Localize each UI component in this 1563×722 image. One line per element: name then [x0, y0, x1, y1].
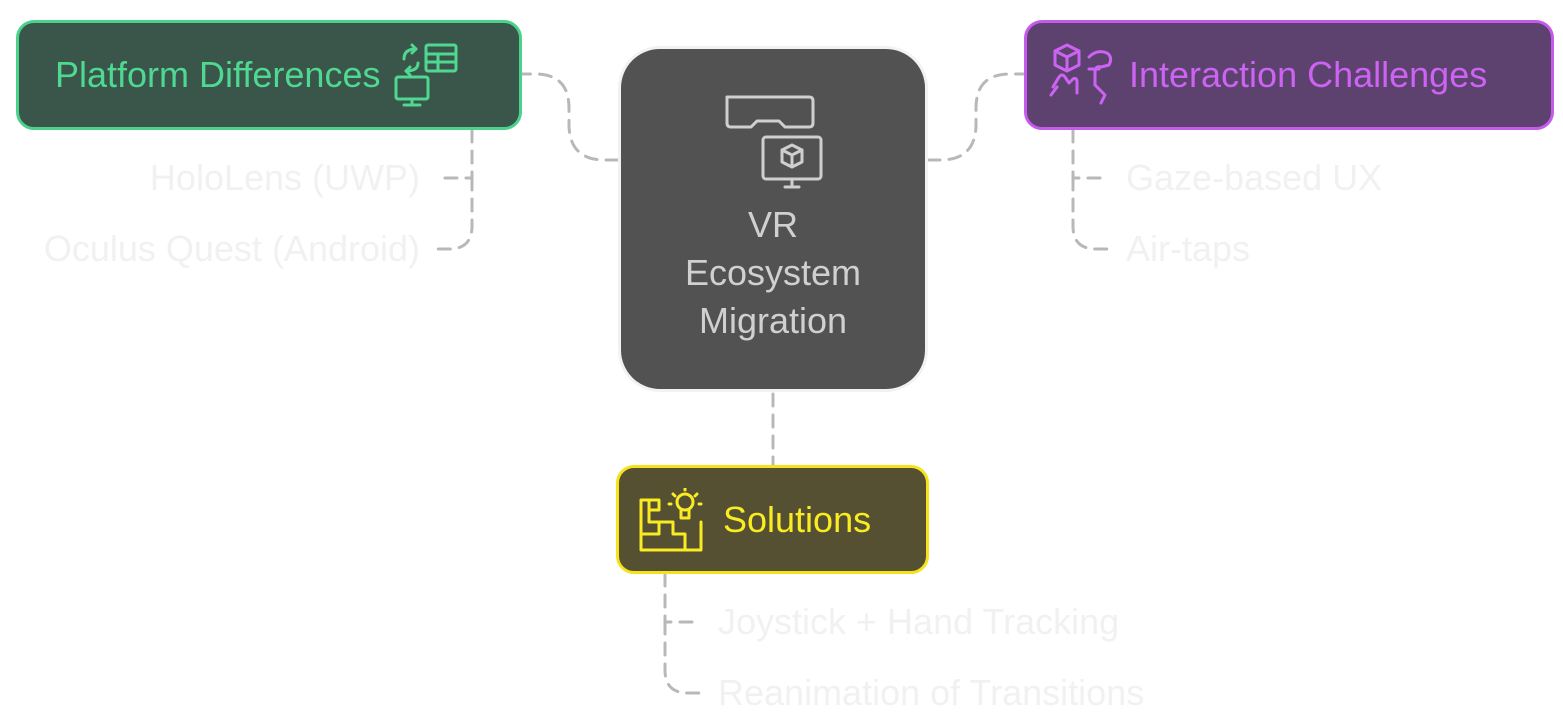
branch-interaction-challenges[interactable]: Interaction Challenges — [1024, 20, 1554, 130]
center-node[interactable]: VR Ecosystem Migration — [618, 46, 928, 392]
leaf-hololens: HoloLens (UWP) — [149, 157, 420, 198]
connector-interaction-leaf-1 — [1071, 128, 1110, 180]
hand-interaction-icon — [1049, 43, 1113, 105]
vr-headset-screen-icon — [725, 95, 823, 189]
branch-solutions[interactable]: Solutions — [616, 465, 929, 574]
connector-solutions-leaf-1 — [663, 572, 702, 624]
connector-center-interaction — [926, 72, 1026, 162]
connector-platform-leaf-2 — [436, 176, 474, 251]
connector-center-platform — [520, 72, 620, 162]
device-switch-icon — [394, 43, 458, 107]
leaf-gaze-based-ux: Gaze-based UX — [1126, 157, 1383, 198]
leaf-joystick-hand-tracking: Joystick + Hand Tracking — [718, 601, 1120, 642]
branch-interaction-label: Interaction Challenges — [1129, 54, 1488, 95]
branch-platform-differences[interactable]: Platform Differences — [16, 20, 522, 130]
blueprint-idea-icon — [639, 487, 703, 551]
leaf-oculus-quest: Oculus Quest (Android) — [43, 228, 420, 269]
leaf-reanimation-transitions: Reanimation of Transitions — [718, 672, 1145, 713]
branch-platform-label: Platform Differences — [55, 54, 381, 95]
branch-solutions-label: Solutions — [723, 498, 872, 540]
leaf-air-taps: Air-taps — [1126, 228, 1251, 269]
connector-solutions-leaf-2 — [663, 620, 702, 695]
connector-interaction-leaf-2 — [1071, 176, 1110, 251]
center-title: VR Ecosystem Migration — [684, 204, 862, 341]
connector-platform-leaf-1 — [436, 128, 474, 180]
